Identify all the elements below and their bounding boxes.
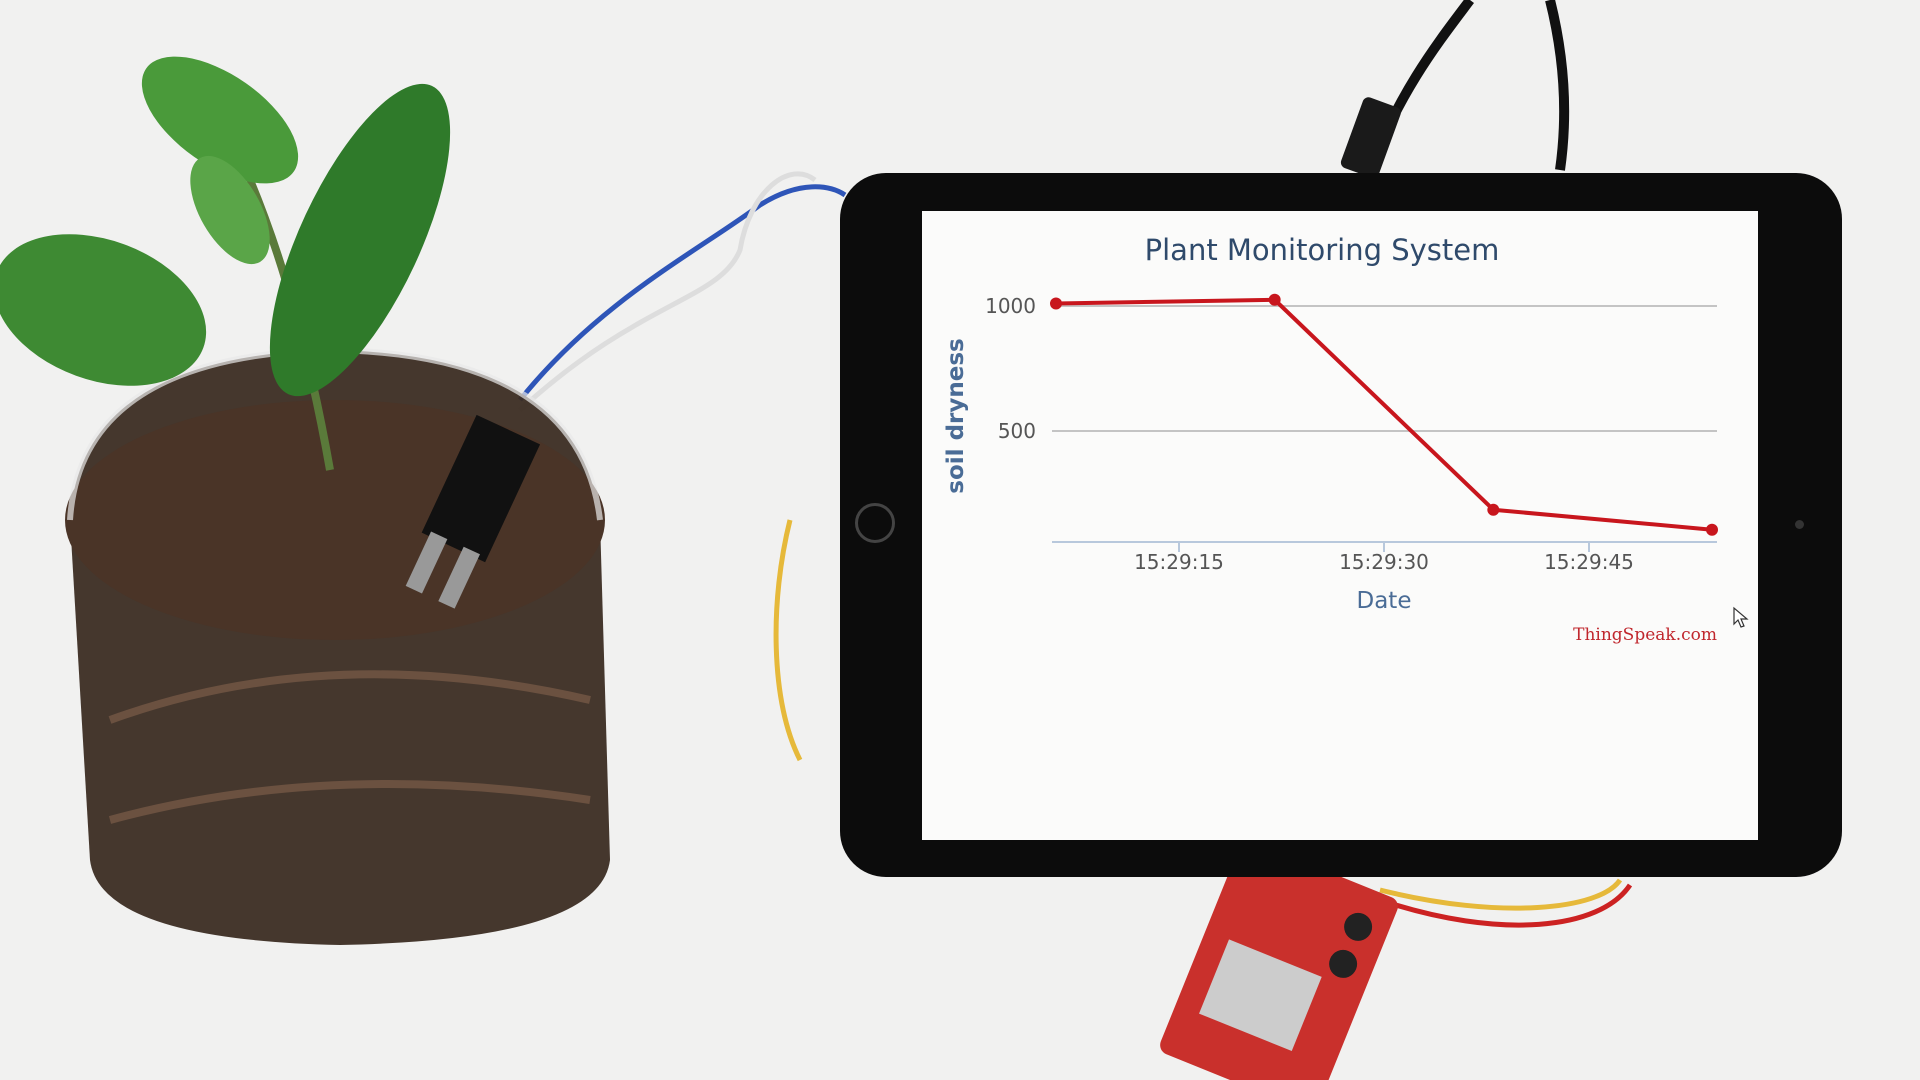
soil-sensor: [405, 414, 541, 609]
cable-plug: [1340, 97, 1401, 179]
blue-wire: [518, 184, 847, 402]
plant: [0, 56, 451, 471]
board-wire-yellow: [1379, 878, 1623, 911]
white-wire: [518, 171, 817, 412]
data-point[interactable]: [1487, 503, 1500, 516]
y-axis-title: soil dryness: [943, 338, 969, 493]
x-tick-label: 15:29:30: [1339, 550, 1429, 574]
x-tick-label: 15:29:45: [1544, 550, 1634, 574]
esp8266-board: [1160, 840, 1398, 1080]
chart-title: Plant Monitoring System: [1145, 233, 1500, 267]
series-line: [1055, 297, 1713, 532]
power-cable-2: [1545, 0, 1570, 171]
x-axis-title: Date: [1357, 588, 1412, 614]
data-point[interactable]: [1050, 297, 1062, 310]
y-tick-label: 1000: [985, 294, 1036, 318]
chart: Plant Monitoring System 15:29:15 15:29:30…: [943, 233, 1749, 645]
mouse-cursor-icon: [1733, 606, 1749, 628]
yellow-wire: [773, 519, 803, 762]
tablet-home-button[interactable]: [855, 503, 895, 543]
board-wire-red: [1379, 883, 1633, 928]
data-point[interactable]: [1268, 293, 1281, 306]
x-tick-label: 15:29:15: [1134, 550, 1224, 574]
data-point[interactable]: [1706, 523, 1718, 536]
tablet-camera: [1795, 520, 1804, 529]
y-tick-label: 500: [998, 419, 1036, 443]
tablet-screen: [922, 211, 1758, 840]
thingspeak-credit[interactable]: ThingSpeak.com: [1573, 625, 1717, 645]
